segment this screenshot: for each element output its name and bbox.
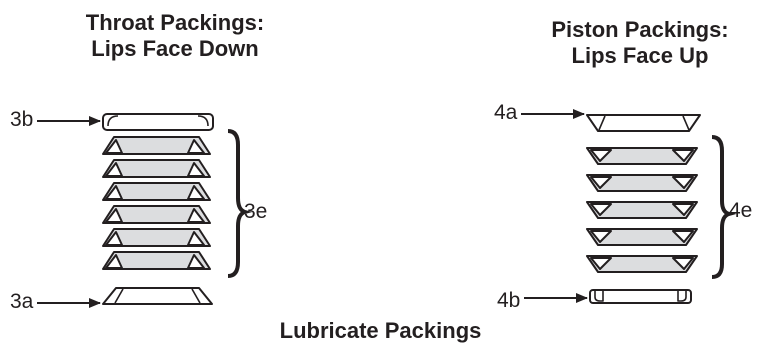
brace-4e <box>711 135 737 279</box>
throat-packing-stack <box>102 113 214 305</box>
throat-vring <box>102 251 211 270</box>
label-3b: 3b <box>10 108 34 131</box>
label-4b: 4b <box>497 289 521 312</box>
label-4a: 4a <box>494 101 518 124</box>
piston-title-line2: Lips Face Up <box>571 43 709 68</box>
throat-title-line1: Throat Packings: <box>85 10 265 35</box>
throat-vring <box>102 182 211 201</box>
piston-packing-stack <box>586 114 701 304</box>
throat-top-adapter <box>102 113 214 131</box>
piston-vring <box>586 228 698 246</box>
piston-vring <box>586 201 698 219</box>
throat-vring <box>102 205 211 224</box>
throat-title-line2: Lips Face Down <box>91 36 259 61</box>
throat-bottom-adapter <box>102 287 213 305</box>
throat-vring <box>102 136 211 155</box>
piston-vring <box>586 174 698 192</box>
brace-3e <box>227 129 253 278</box>
throat-vring <box>102 159 211 178</box>
piston-packings-title: Piston Packings: Lips Face Up <box>505 17 761 69</box>
piston-vring <box>586 255 698 273</box>
piston-bottom-adapter <box>589 289 692 304</box>
label-3a: 3a <box>10 290 34 313</box>
label-3e: 3e <box>244 200 268 223</box>
label-4e: 4e <box>729 199 753 222</box>
throat-vring <box>102 228 211 247</box>
piston-title-line1: Piston Packings: <box>551 17 729 42</box>
piston-top-adapter <box>586 114 701 132</box>
piston-vring <box>586 147 698 165</box>
lubricate-packings-caption: Lubricate Packings <box>279 318 482 343</box>
throat-packings-title: Throat Packings: Lips Face Down <box>40 10 310 62</box>
